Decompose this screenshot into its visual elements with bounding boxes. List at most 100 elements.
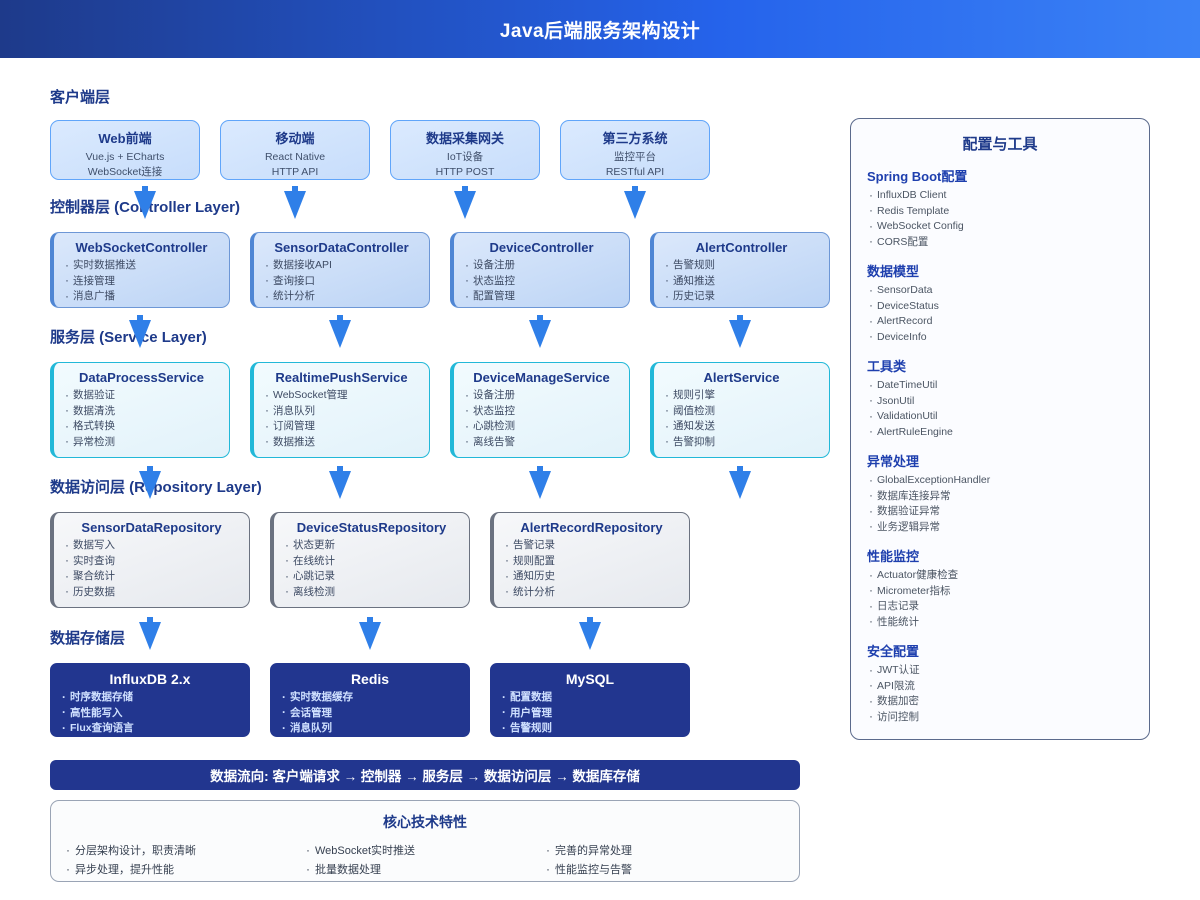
side-group-list: DateTimeUtil JsonUtil ValidationUtil Ale… (867, 378, 1133, 440)
node-item-list: 设备注册 状态监控 心跳检测 离线告警 (464, 388, 619, 450)
layer-title-storage: 数据存储层 (50, 630, 126, 647)
core-features-panel: 核心技术特性 分层架构设计，职责清晰 异步处理，提升性能 WebSocket实时… (50, 800, 800, 882)
controller-node-sensordata[interactable]: SensorDataController 数据接收API 查询接口 统计分析 (250, 232, 430, 308)
controller-node-websocket[interactable]: WebSocketController 实时数据推送 连接管理 消息广播 (50, 232, 230, 308)
node-item-list: 规则引擎 阈值检测 通知发送 告警抑制 (664, 388, 819, 450)
service-node-realtimepush[interactable]: RealtimePushService WebSocket管理 消息队列 订阅管… (250, 362, 430, 458)
node-title: RealtimePushService (275, 370, 408, 385)
node-title: DataProcessService (78, 370, 205, 385)
list-item: 配置数据 (501, 690, 679, 706)
list-item: InfluxDB Client (867, 188, 1133, 204)
features-column: WebSocket实时推送 批量数据处理 (305, 841, 545, 880)
list-item: 连接管理 (64, 273, 219, 290)
list-item: 访问控制 (867, 709, 1133, 726)
node-title: 数据采集网关 (425, 131, 504, 146)
list-item: 历史记录 (664, 289, 819, 305)
side-group-list: GlobalExceptionHandler 数据库连接异常 数据验证异常 业务… (867, 473, 1133, 535)
node-sub-line: React Native (264, 151, 326, 163)
storage-node-mysql[interactable]: MySQL 配置数据 用户管理 告警规则 (490, 663, 690, 737)
list-item: 业务逻辑异常 (867, 519, 1133, 536)
client-node-gateway[interactable]: 数据采集网关 IoT设备 HTTP POST (390, 120, 540, 180)
controller-node-device[interactable]: DeviceController 设备注册 状态监控 配置管理 (450, 232, 630, 308)
repository-node-alertrecord[interactable]: AlertRecordRepository 告警记录 规则配置 通知历史 统计分… (490, 512, 690, 608)
arrow-down-icon (327, 315, 353, 349)
list-item: 会话管理 (281, 705, 459, 722)
list-item: 批量数据处理 (305, 860, 545, 880)
list-item: 性能监控与告警 (545, 860, 785, 880)
node-item-list: 实时数据推送 连接管理 消息广播 (64, 258, 219, 305)
side-group-list: Actuator健康检查 Micrometer指标 日志记录 性能统计 (867, 568, 1133, 630)
list-item: DateTimeUtil (867, 378, 1133, 394)
node-title: DeviceController (489, 240, 594, 255)
storage-node-influxdb[interactable]: InfluxDB 2.x 时序数据存储 高性能写入 Flux查询语言 (50, 663, 250, 737)
list-item: Flux查询语言 (61, 721, 239, 736)
node-sub-line: WebSocket连接 (87, 166, 163, 178)
node-item-list: 设备注册 状态监控 配置管理 (464, 258, 619, 305)
list-item: 状态监控 (464, 403, 619, 420)
service-node-alert[interactable]: AlertService 规则引擎 阈值检测 通知发送 告警抑制 (650, 362, 830, 458)
list-item: 心跳记录 (284, 569, 459, 585)
list-item: 状态更新 (284, 538, 459, 554)
client-node-thirdparty[interactable]: 第三方系统 监控平台 RESTful API (560, 120, 710, 180)
arrow-down-icon (527, 315, 553, 349)
node-title: WebSocketController (75, 240, 208, 255)
arrow-down-icon (527, 466, 553, 500)
side-group-list: InfluxDB Client Redis Template WebSocket… (867, 188, 1133, 250)
features-title: 核心技术特性 (383, 814, 467, 830)
data-flow-bar: 数据流向: 客户端请求 → 控制器 → 服务层 → 数据访问层 → 数据库存储 (50, 760, 800, 790)
arrow-down-icon (327, 466, 353, 500)
node-item-list: 数据接收API 查询接口 统计分析 (264, 258, 419, 305)
node-title: AlertService (703, 370, 780, 385)
list-item: 格式转换 (64, 419, 219, 435)
list-item: 消息广播 (64, 289, 219, 305)
side-group-title: 性能监控 (867, 549, 920, 564)
list-item: Actuator健康检查 (867, 568, 1133, 584)
side-group-security: 安全配置 JWT认证 API限流 数据加密 访问控制 (867, 641, 1133, 725)
list-item: 消息队列 (264, 403, 419, 420)
list-item: 通知历史 (504, 569, 679, 585)
node-title: Redis (350, 671, 390, 687)
node-sub-line: 监控平台 (614, 151, 656, 163)
list-item: DeviceInfo (867, 329, 1133, 346)
layer-title-repository: 数据访问层 (Repository Layer) (50, 479, 262, 496)
list-item: 高性能写入 (61, 705, 239, 722)
list-item: 离线检测 (284, 584, 459, 601)
node-title: InfluxDB 2.x (109, 671, 191, 687)
repository-node-devicestatus[interactable]: DeviceStatusRepository 状态更新 在线统计 心跳记录 离线… (270, 512, 470, 608)
list-item: 数据清洗 (64, 403, 219, 420)
page-title: Java后端服务架构设计 (499, 20, 701, 42)
node-item-list: 实时数据缓存 会话管理 消息队列 (281, 690, 459, 736)
page-header: Java后端服务架构设计 (0, 0, 1200, 58)
controller-node-alert[interactable]: AlertController 告警规则 通知推送 历史记录 (650, 232, 830, 308)
list-item: 离线告警 (464, 434, 619, 451)
arrow-down-icon (137, 617, 163, 651)
arrow-down-icon (282, 186, 308, 220)
side-group-title: 安全配置 (867, 644, 920, 659)
node-item-list: 状态更新 在线统计 心跳记录 离线检测 (284, 538, 459, 600)
node-item-list: 数据验证 数据清洗 格式转换 异常检测 (64, 388, 219, 450)
client-node-web[interactable]: Web前端 Vue.js + ECharts WebSocket连接 (50, 120, 200, 180)
client-node-mobile[interactable]: 移动端 React Native HTTP API (220, 120, 370, 180)
node-title: SensorDataRepository (81, 520, 222, 535)
arrow-down-icon (452, 186, 478, 220)
features-list: 完善的异常处理 性能监控与告警 (545, 841, 785, 880)
service-node-devicemanage[interactable]: DeviceManageService 设备注册 状态监控 心跳检测 离线告警 (450, 362, 630, 458)
node-title: AlertRecordRepository (520, 520, 663, 535)
layer-title-client: 客户端层 (50, 89, 111, 106)
list-item: 实时查询 (64, 553, 239, 570)
node-sub-line: RESTful API (605, 166, 665, 178)
node-title: SensorDataController (274, 240, 409, 255)
storage-node-redis[interactable]: Redis 实时数据缓存 会话管理 消息队列 (270, 663, 470, 737)
list-item: 异步处理，提升性能 (65, 860, 305, 880)
list-item: 异常检测 (64, 434, 219, 451)
list-item: WebSocket Config (867, 219, 1133, 235)
side-group-performance: 性能监控 Actuator健康检查 Micrometer指标 日志记录 性能统计 (867, 546, 1133, 630)
list-item: 消息队列 (281, 721, 459, 736)
node-title: AlertController (695, 240, 788, 255)
repository-node-sensordata[interactable]: SensorDataRepository 数据写入 实时查询 聚合统计 历史数据 (50, 512, 250, 608)
list-item: 数据验证 (64, 388, 219, 404)
service-node-dataprocess[interactable]: DataProcessService 数据验证 数据清洗 格式转换 异常检测 (50, 362, 230, 458)
node-item-list: 数据写入 实时查询 聚合统计 历史数据 (64, 538, 239, 600)
list-item: 统计分析 (504, 584, 679, 601)
